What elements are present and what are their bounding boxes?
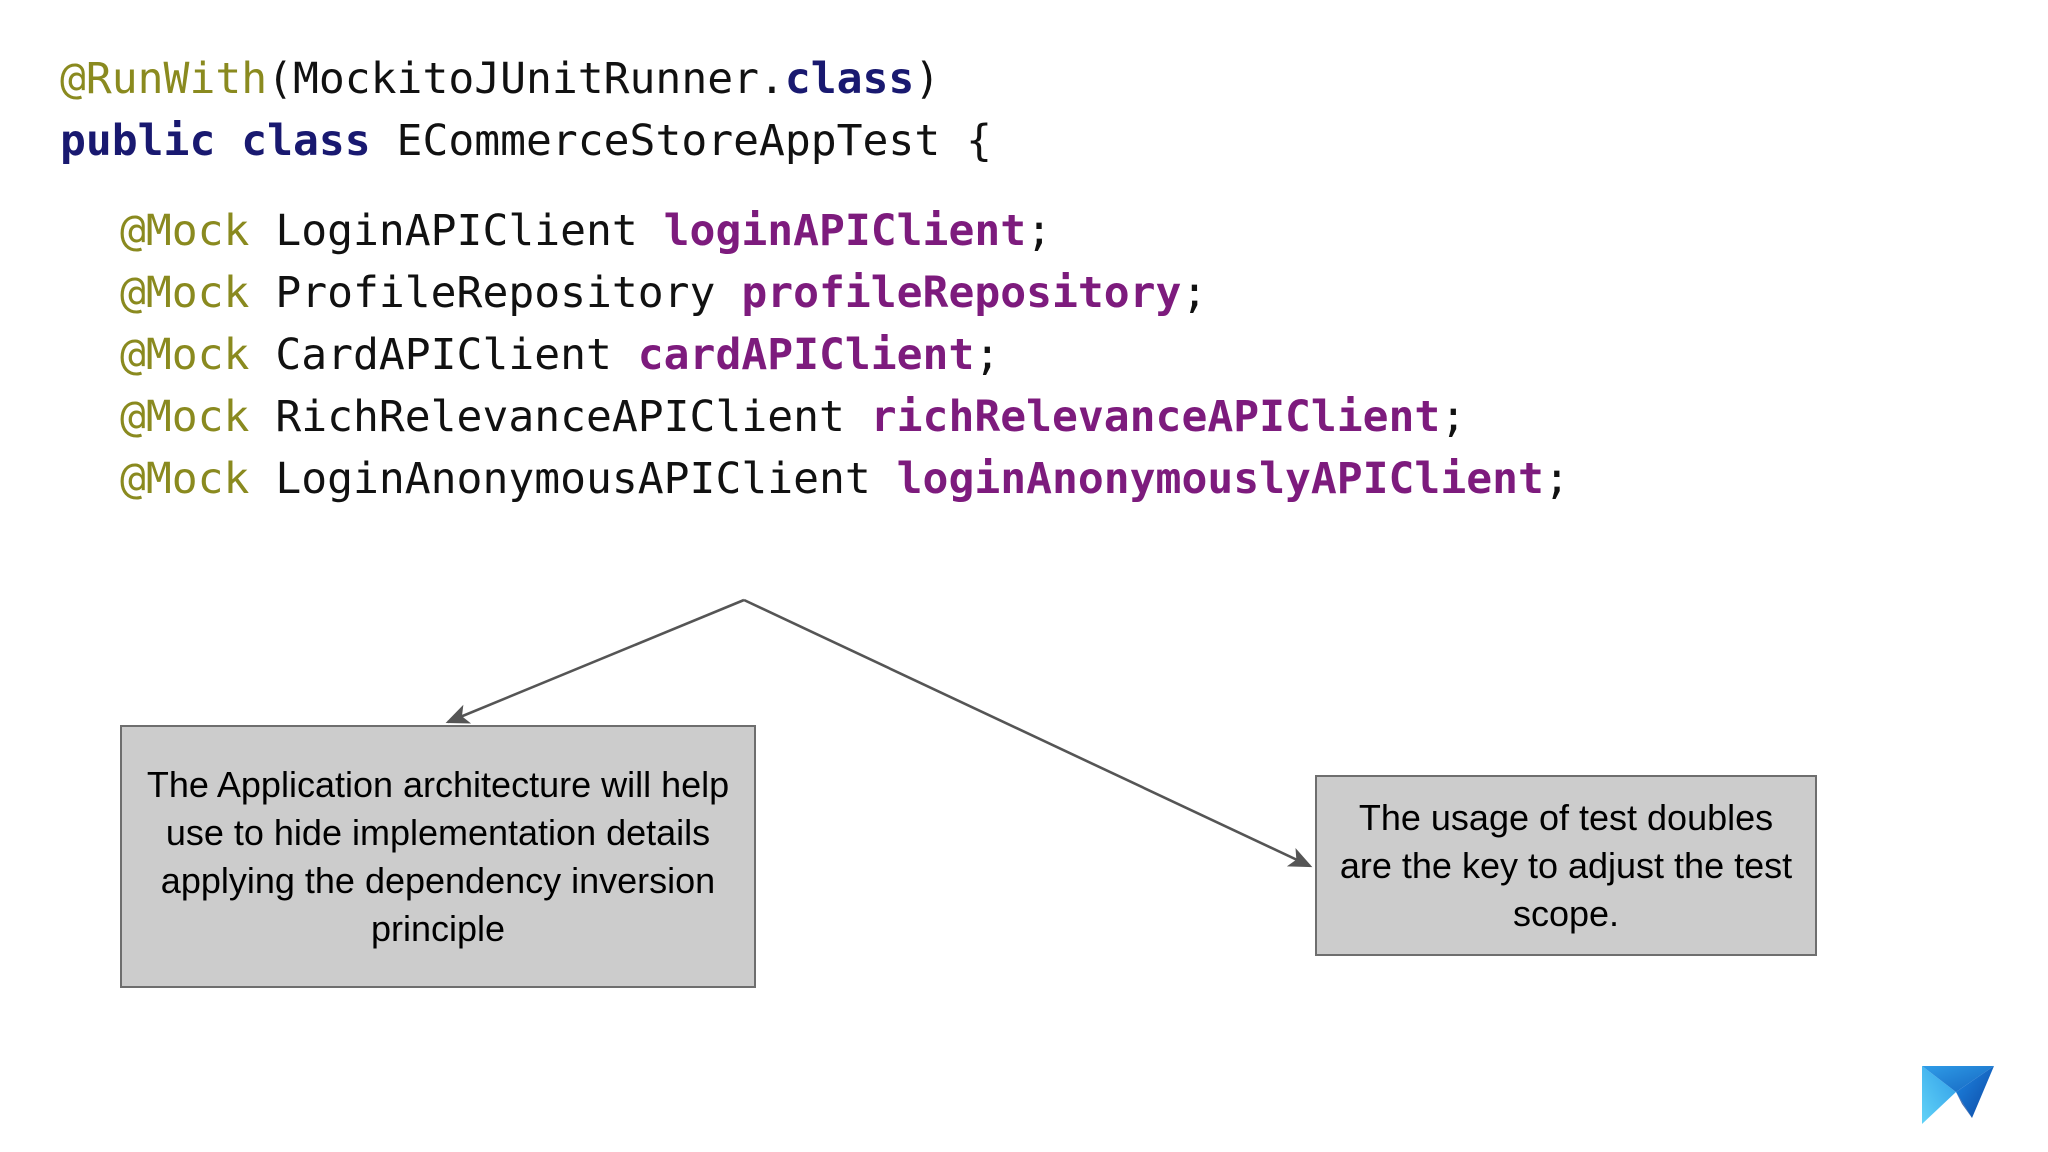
line-mock-card-api-client-token-2: cardAPIClient <box>637 330 975 380</box>
line-mock-rich-relevance-api-client-token-2: richRelevanceAPIClient <box>870 392 1441 442</box>
line-mock-profile-repository: @Mock ProfileRepository profileRepositor… <box>60 262 1570 324</box>
line-class-decl: public class ECommerceStoreAppTest { <box>60 110 1570 172</box>
line-mock-login-anonymous-api-client-token-1: LoginAnonymousAPIClient <box>249 454 897 504</box>
line-runwith-token-3: ) <box>914 54 941 104</box>
line-mock-card-api-client-token-3: ; <box>974 330 1001 380</box>
line-mock-login-api-client-token-0: @Mock <box>120 206 250 256</box>
line-mock-login-anonymous-api-client-token-3: ; <box>1543 454 1570 504</box>
line-mock-rich-relevance-api-client-token-0: @Mock <box>120 392 250 442</box>
code-snippet: @RunWith(MockitoJUnitRunner.class)public… <box>60 48 1570 510</box>
line-mock-login-api-client-token-2: loginAPIClient <box>663 206 1027 256</box>
line-mock-login-api-client: @Mock LoginAPIClient loginAPIClient; <box>60 200 1570 262</box>
callout-box-test-doubles: The usage of test doubles are the key to… <box>1315 775 1817 956</box>
callout-box-architecture: The Application architecture will help u… <box>120 725 756 988</box>
line-mock-login-api-client-token-1: LoginAPIClient <box>249 206 664 256</box>
paper-plane-logo <box>1922 1066 1994 1124</box>
line-mock-card-api-client-token-0: @Mock <box>120 330 250 380</box>
arrow-to-left-callout <box>445 598 745 724</box>
line-class-decl-token-1: ECommerceStoreAppTest { <box>370 116 992 166</box>
line-runwith: @RunWith(MockitoJUnitRunner.class) <box>60 48 1570 110</box>
line-runwith-token-1: (MockitoJUnitRunner. <box>267 54 785 104</box>
line-mock-rich-relevance-api-client-token-1: RichRelevanceAPIClient <box>249 392 871 442</box>
line-runwith-token-2: class <box>784 54 915 104</box>
line-mock-profile-repository-token-3: ; <box>1181 268 1208 318</box>
line-mock-card-api-client-token-1: CardAPIClient <box>249 330 638 380</box>
callout-left-text: The Application architecture will help u… <box>146 763 730 949</box>
line-mock-profile-repository-token-0: @Mock <box>120 268 250 318</box>
line-mock-login-anonymous-api-client-token-0: @Mock <box>120 454 250 504</box>
line-mock-login-anonymous-api-client-token-2: loginAnonymouslyAPIClient <box>896 454 1544 504</box>
arrow-to-right-callout <box>743 598 1313 868</box>
line-class-decl-token-0: public class <box>60 116 371 166</box>
line-mock-rich-relevance-api-client: @Mock RichRelevanceAPIClient richRelevan… <box>60 386 1570 448</box>
line-mock-login-anonymous-api-client: @Mock LoginAnonymousAPIClient loginAnony… <box>60 448 1570 510</box>
line-mock-card-api-client: @Mock CardAPIClient cardAPIClient; <box>60 324 1570 386</box>
callout-right-text: The usage of test doubles are the key to… <box>1339 796 1793 934</box>
line-mock-profile-repository-token-1: ProfileRepository <box>249 268 742 318</box>
line-mock-rich-relevance-api-client-token-3: ; <box>1440 392 1467 442</box>
line-runwith-token-0: @RunWith <box>60 54 268 104</box>
line-mock-profile-repository-token-2: profileRepository <box>741 268 1182 318</box>
line-mock-login-api-client-token-3: ; <box>1026 206 1052 256</box>
